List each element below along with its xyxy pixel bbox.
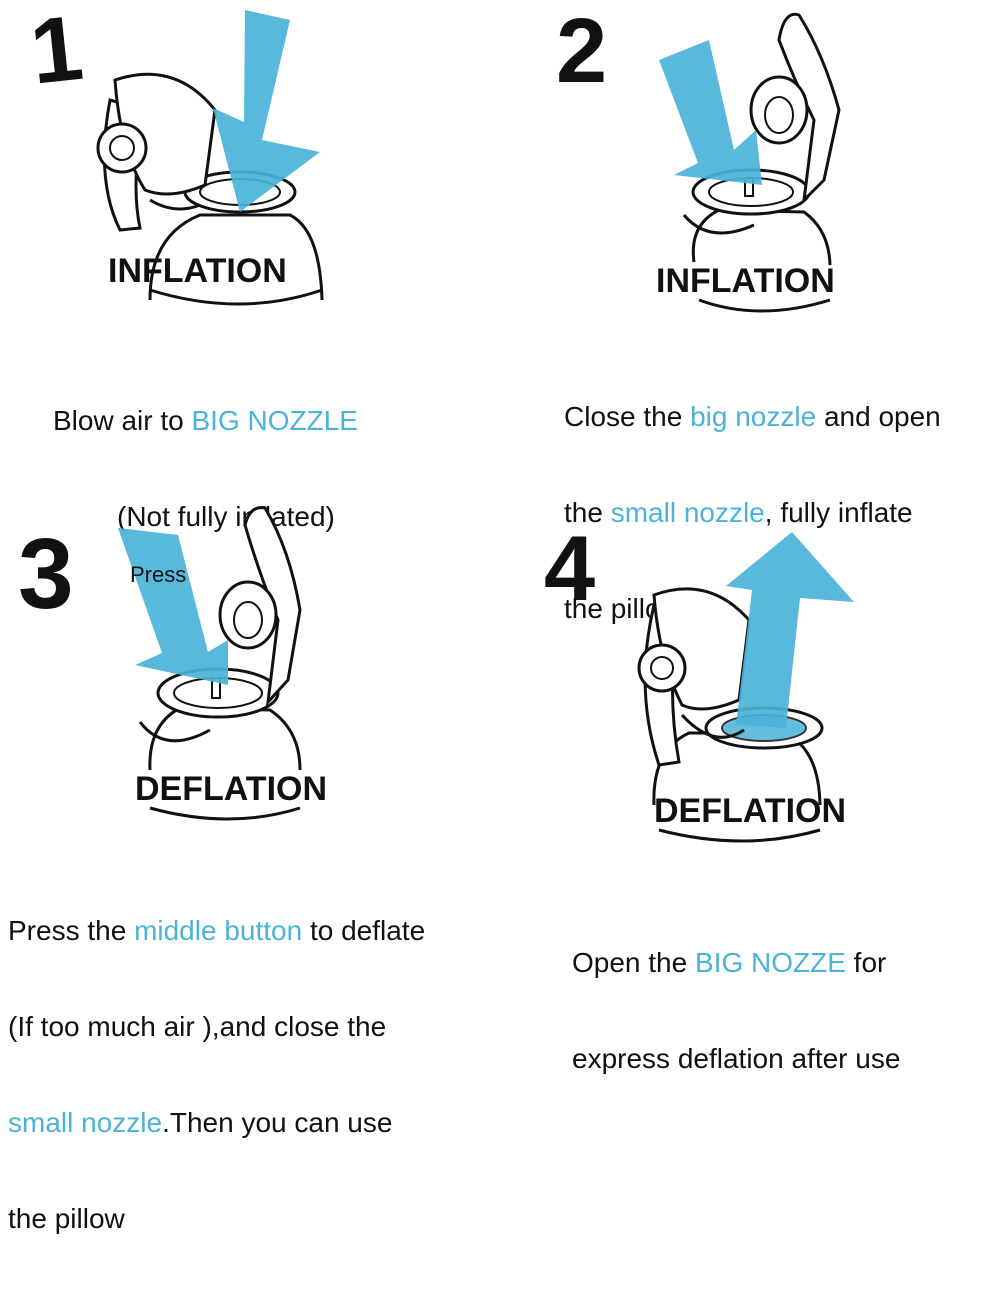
down-arrow-icon [118,528,228,685]
step-2-caption-line-2: the small nozzle, fully inflate [564,497,913,528]
step-4-number: 4 [544,518,595,620]
step-2-panel: 2 INFLATION Close the big nozzle and ope… [494,0,987,624]
step-2-caption-line-1: Close the big nozzle and open [564,401,941,432]
down-arrow-icon [213,10,320,212]
step-1-caption-line-1: Blow air to BIG NOZZLE [53,405,358,436]
step-2-number: 2 [556,0,607,102]
step-1-caption: Blow air to BIG NOZZLE (Not fully inflat… [53,341,358,597]
step-2-caption: Close the big nozzle and open the small … [564,337,941,689]
step-3-caption: Press the middle button to deflate (If t… [8,851,425,1299]
step-4-caption: Open the BIG NOZZE for express deflation… [572,883,900,1139]
step-3-caption-line-3: small nozzle.Then you can use [8,1107,393,1138]
step-3-caption-line-2: (If too much air ),and close the [8,1011,387,1042]
down-arrow-icon [659,40,762,185]
middle-button-icon [96,122,148,174]
step-2-label: INFLATION [656,262,835,300]
step-4-illustration: 4 DEFLATION [544,518,854,843]
step-3-caption-line-1: Press the middle button to deflate [8,915,426,946]
step-1-label: INFLATION [108,252,287,290]
valve-body-outline [148,213,324,301]
step-4-caption-line-2: express deflation after use [572,1043,901,1074]
step-1-number: 1 [26,0,88,104]
step-3-label: DEFLATION [135,770,327,808]
step-1-illustration: 1 INFLATION [26,0,324,306]
step-2-illustration: 2 INFLATION [556,0,841,313]
step-4-caption-line-1: Open the BIG NOZZE for [572,947,887,978]
up-arrow-icon [726,532,854,728]
step-3-caption-line-4: the pillow [8,1203,125,1234]
step-1-panel: 1 INFLATION Blow air to BIG NOZZLE (Not … [0,0,494,532]
step-3-illustration: 3 Press DEFLATION [18,506,327,821]
step-4-panel: 4 DEFLATION Open the BIG NOZZE for expre… [494,490,987,1074]
step-3-panel: 3 Press DEFLATION Press the middle butto… [0,490,494,1234]
step-3-arrow-text: Press [130,562,186,587]
step-3-number: 3 [18,518,74,630]
step-4-label: DEFLATION [654,792,846,830]
middle-button-icon [637,643,687,693]
